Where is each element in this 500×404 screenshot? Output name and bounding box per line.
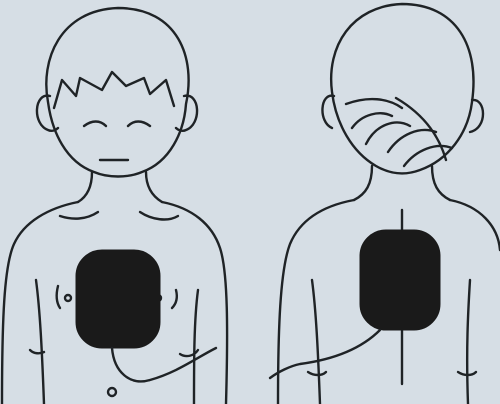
front-pad-cable — [112, 348, 216, 381]
back-hair-strand-1 — [346, 99, 402, 108]
front-chest-electrode-pad — [76, 250, 160, 348]
back-left-wrist-mark — [308, 372, 326, 375]
front-left-collarbone — [60, 212, 98, 219]
front-right-inner-arm — [194, 290, 198, 404]
back-right-shoulder-arm — [450, 200, 500, 250]
back-neck-left — [354, 166, 372, 200]
back-left-shoulder-arm — [278, 200, 354, 404]
front-right-eye — [128, 122, 150, 127]
front-left-chest-contour — [57, 286, 60, 308]
front-left-eye — [84, 122, 106, 127]
front-left-inner-arm — [36, 280, 44, 404]
back-view-figure — [270, 4, 500, 404]
back-right-inner-arm — [467, 280, 470, 404]
front-left-nipple — [65, 295, 71, 301]
front-navel — [108, 388, 116, 396]
front-right-collarbone — [140, 212, 178, 219]
front-view-figure — [2, 8, 227, 404]
front-neck-left — [78, 172, 92, 202]
back-electrode-pad — [360, 230, 440, 330]
front-head-outline — [46, 8, 188, 177]
front-left-shoulder-arm — [2, 202, 78, 404]
front-hairline — [54, 72, 174, 108]
back-left-inner-arm — [312, 280, 320, 404]
back-pad-cable — [270, 330, 380, 378]
front-neck-right — [146, 172, 162, 202]
front-right-chest-contour — [172, 290, 177, 308]
back-neck-right — [432, 166, 450, 200]
back-hair-strand-3 — [366, 123, 410, 144]
